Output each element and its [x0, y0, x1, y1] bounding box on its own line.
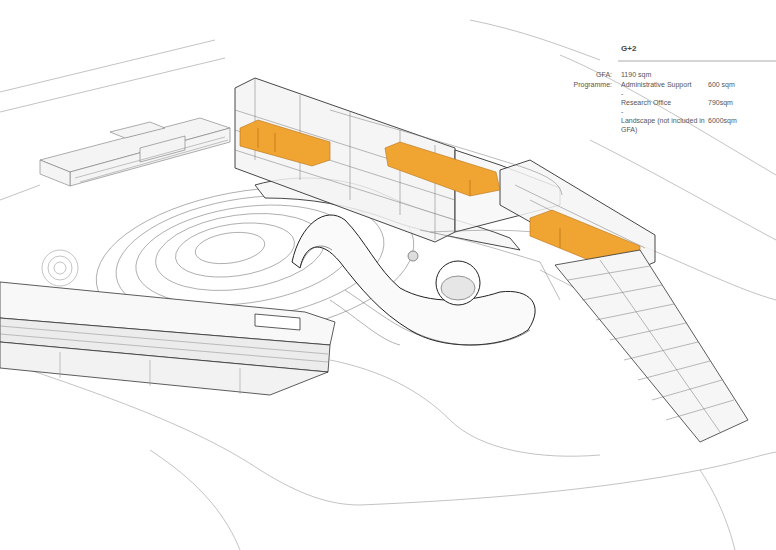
programme-name: Landscape (not included in GFA) [621, 116, 705, 134]
programme-name: Research Office [621, 98, 671, 107]
field-label: GFA: [596, 70, 612, 79]
floor-title: G+2 [621, 44, 636, 53]
separator-dash: - [621, 89, 623, 98]
separator-dash: - [621, 107, 623, 116]
area-value: 1190 sqm [621, 70, 651, 79]
area-value: 6000sqm [708, 116, 737, 125]
area-value: 600 sqm [708, 80, 735, 89]
field-label: Programme: [573, 80, 612, 89]
programme-name: Administrative Support [621, 80, 691, 89]
area-value: 790sqm [708, 98, 733, 107]
